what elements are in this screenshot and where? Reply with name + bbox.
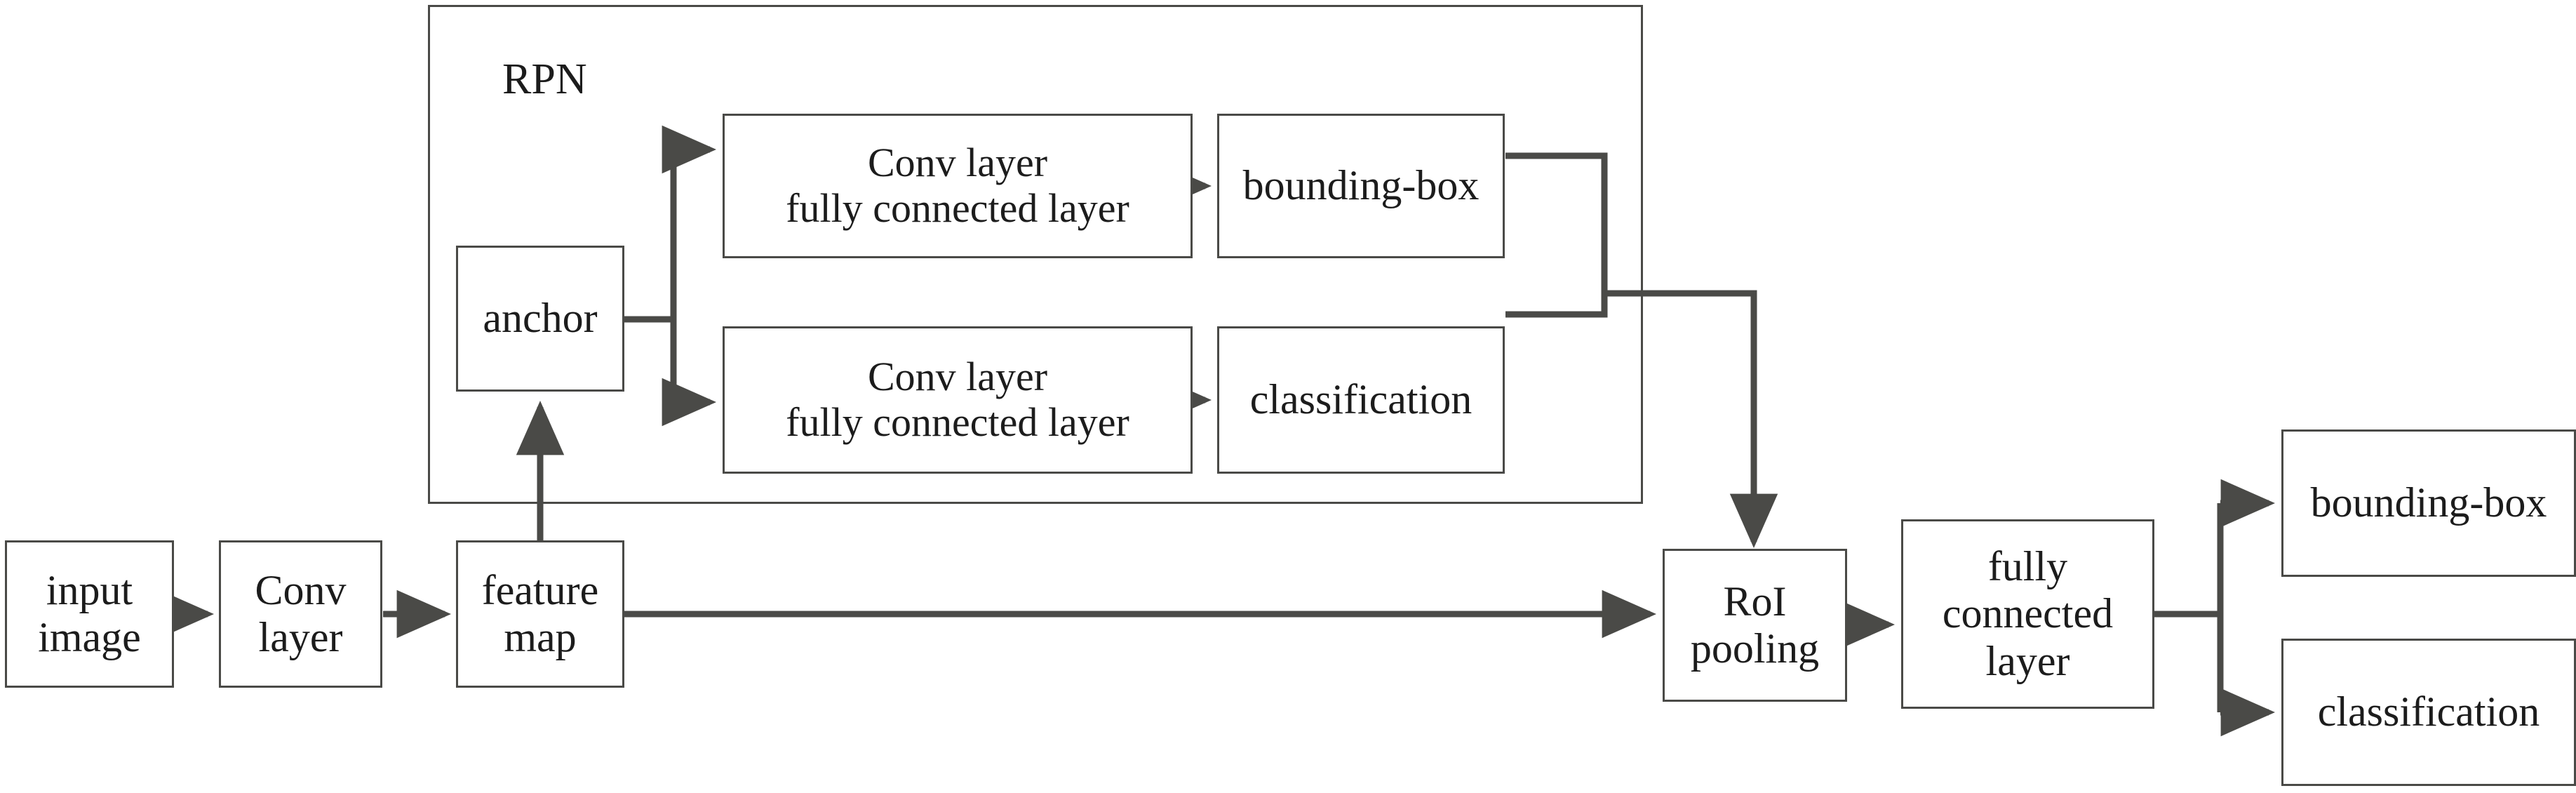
node-input-image[interactable]: input image <box>5 540 174 688</box>
edge-merge-to-roi <box>1604 290 1778 549</box>
node-rpn-conv-top-line1: Conv layer <box>867 140 1048 186</box>
node-fully-connected-layer[interactable]: fully connected layer <box>1901 519 2154 709</box>
node-rpn-classification[interactable]: classification <box>1217 326 1505 474</box>
node-rpn-conv-top[interactable]: Conv layer fully connected layer <box>723 114 1193 258</box>
node-feature-map[interactable]: feature map <box>456 540 624 688</box>
node-rpn-conv-bottom[interactable]: Conv layer fully connected layer <box>723 326 1193 474</box>
node-output-bounding-box[interactable]: bounding-box <box>2281 429 2576 577</box>
node-rpn-conv-bottom-line2: fully connected layer <box>786 399 1129 445</box>
node-conv-layer[interactable]: Conv layer <box>219 540 382 688</box>
edge-bbox-merge <box>1505 152 1608 293</box>
node-rpn-bounding-box[interactable]: bounding-box <box>1217 114 1505 258</box>
edge-cls-merge <box>1505 293 1608 318</box>
node-output-classification[interactable]: classification <box>2281 639 2576 786</box>
node-roi-pooling[interactable]: RoI pooling <box>1663 549 1847 702</box>
rpn-group-label: RPN <box>502 55 587 103</box>
rpn-group-box <box>428 5 1643 504</box>
node-anchor[interactable]: anchor <box>456 246 624 392</box>
node-rpn-conv-top-line2: fully connected layer <box>786 185 1129 231</box>
node-rpn-conv-bottom-line1: Conv layer <box>867 354 1048 400</box>
